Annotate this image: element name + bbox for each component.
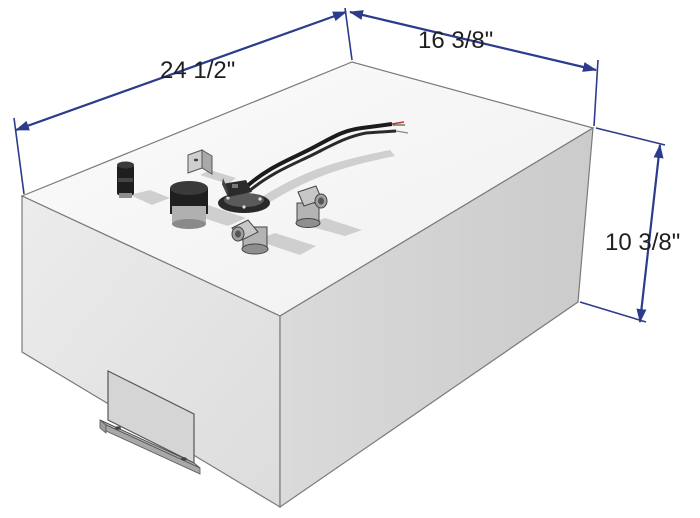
wire-bracket [187,149,213,175]
vent-cap [117,161,134,198]
length-dimension: 24 1/2" [13,7,353,195]
height-dimension: 10 3/8" [579,127,680,323]
height-dimension-line [636,144,664,323]
tank-side-face [279,126,594,509]
sending-unit [218,178,270,213]
height-label: 10 3/8" [605,229,680,256]
width-label: 16 3/8" [418,27,493,54]
mounting-bracket [99,370,201,475]
wires [243,121,409,194]
length-dimension-line [15,10,347,132]
width-dimension: 16 3/8" [349,10,599,127]
fill-elbow [231,219,269,255]
tank-body [20,61,595,509]
vent-elbow [295,185,328,228]
fuel-pickup [170,181,208,229]
width-dimension-line [349,10,597,72]
length-label: 24 1/2" [160,57,235,84]
